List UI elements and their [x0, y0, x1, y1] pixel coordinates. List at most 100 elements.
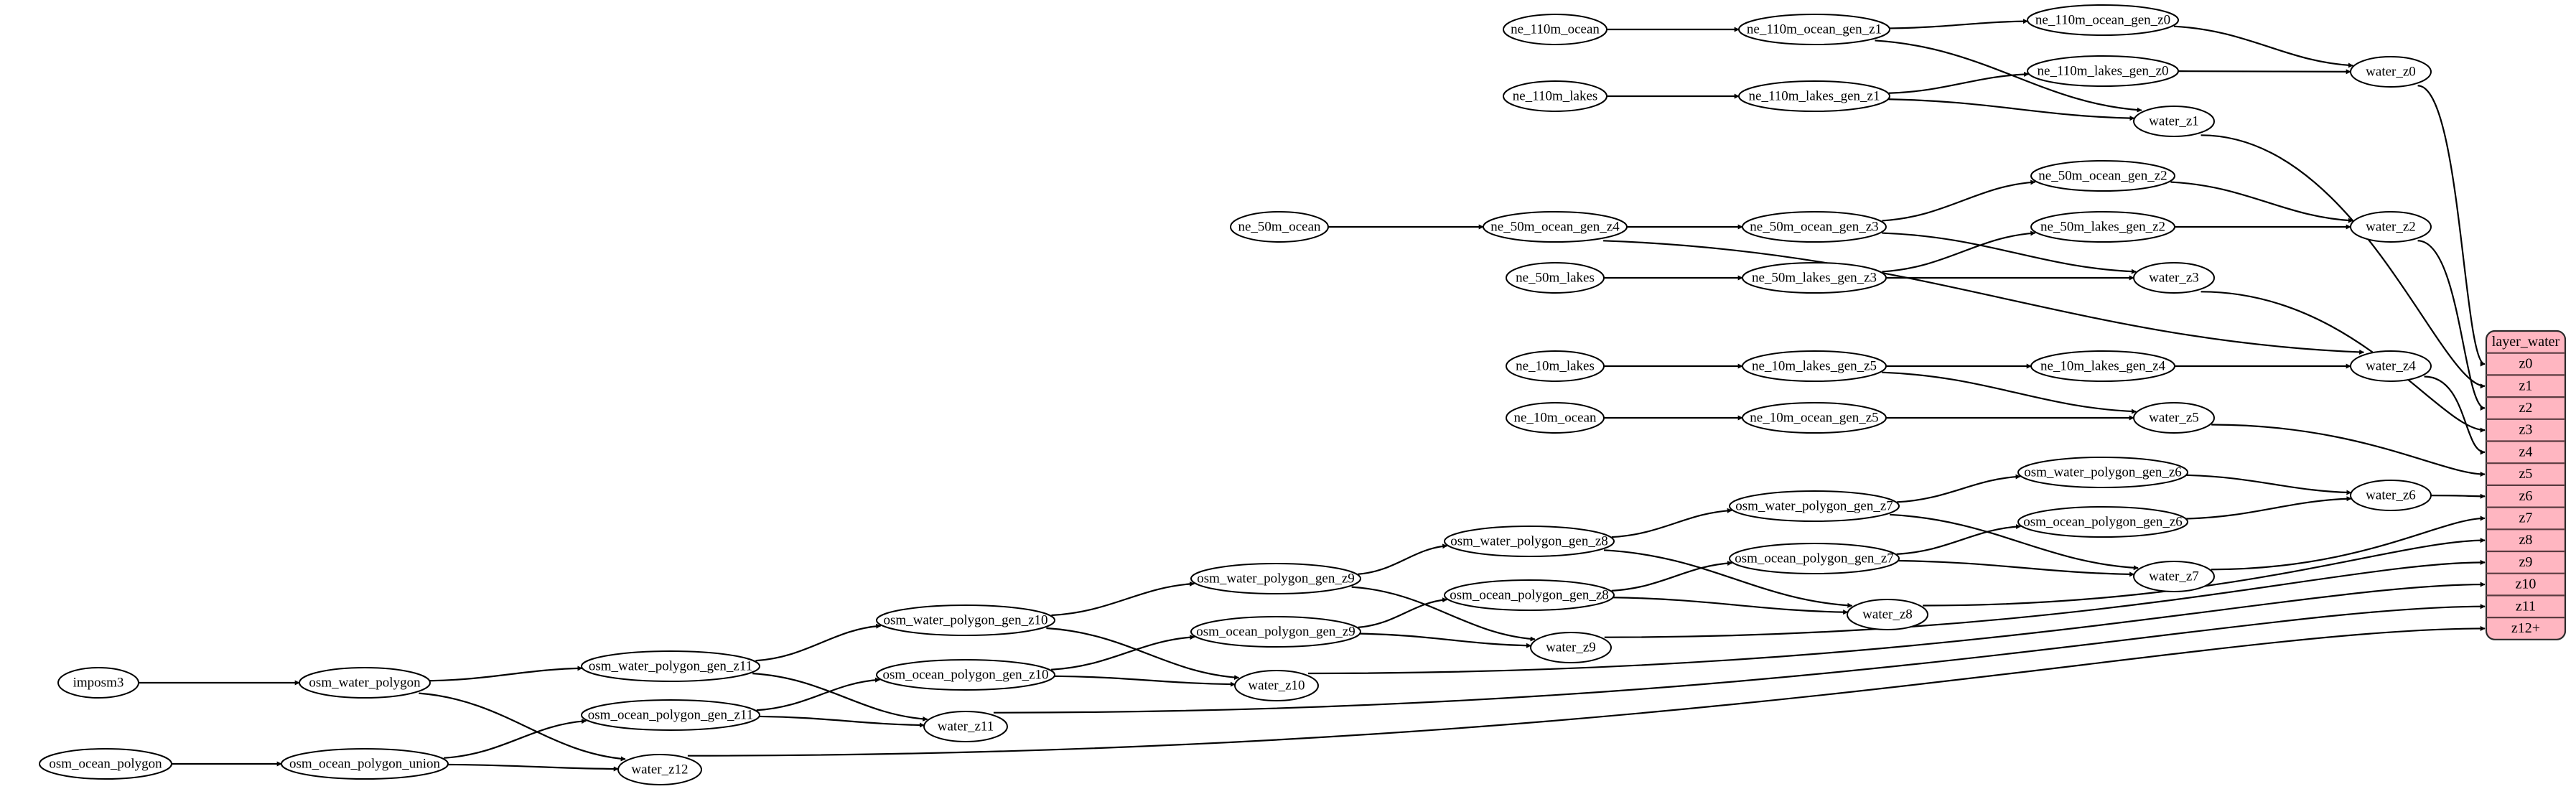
edge-osm_ocean_polygon_gen_z9-to-water_z9 — [1360, 632, 1531, 648]
node-water_z8[interactable]: water_z8 — [1847, 599, 1928, 630]
node-shape-osm_water_polygon_gen_z10 — [876, 604, 1055, 636]
node-label-osm_ocean_polygon: osm_ocean_polygon — [49, 756, 162, 771]
node-shape-ne_50m_lakes_gen_z3 — [1742, 262, 1887, 294]
node-ne_50m_lakes_gen_z3[interactable]: ne_50m_lakes_gen_z3 — [1742, 262, 1887, 294]
node-water_z11[interactable]: water_z11 — [923, 711, 1008, 742]
layer-water-row-z0[interactable]: z0 — [2519, 356, 2533, 372]
edge-osm_ocean_polygon_union-to-water_z12 — [447, 763, 619, 772]
node-shape-osm_ocean_polygon_union — [281, 748, 449, 780]
node-osm_water_polygon_gen_z8[interactable]: osm_water_polygon_gen_z8 — [1444, 526, 1615, 557]
node-ne_110m_ocean_gen_z0[interactable]: ne_110m_ocean_gen_z0 — [2027, 4, 2179, 36]
node-label-water_z6: water_z6 — [2366, 487, 2416, 503]
node-water_z7[interactable]: water_z7 — [2133, 561, 2215, 592]
node-shape-osm_ocean_polygon_gen_z7 — [1729, 543, 1900, 574]
node-water_z6[interactable]: water_z6 — [2350, 480, 2432, 511]
node-shape-ne_110m_lakes_gen_z0 — [2027, 55, 2179, 87]
node-shape-water_z8 — [1847, 599, 1928, 630]
node-osm_ocean_polygon[interactable]: osm_ocean_polygon — [39, 748, 172, 780]
node-osm_water_polygon_gen_z7[interactable]: osm_water_polygon_gen_z7 — [1729, 490, 1900, 522]
edge-osm_ocean_polygon_gen_z10-to-water_z10 — [1054, 675, 1236, 687]
node-ne_50m_lakes[interactable]: ne_50m_lakes — [1506, 262, 1605, 294]
node-water_z5[interactable]: water_z5 — [2133, 402, 2215, 434]
node-water_z12[interactable]: water_z12 — [617, 754, 702, 785]
edge-osm_ocean_polygon_gen_z11-to-osm_ocean_polygon_gen_z10 — [756, 677, 880, 711]
node-water_z1[interactable]: water_z1 — [2133, 106, 2215, 137]
node-water_z2[interactable]: water_z2 — [2350, 211, 2432, 243]
node-ne_10m_lakes_gen_z4[interactable]: ne_10m_lakes_gen_z4 — [2030, 350, 2175, 382]
node-osm_water_polygon_gen_z10[interactable]: osm_water_polygon_gen_z10 — [876, 604, 1055, 636]
node-shape-ne_110m_ocean_gen_z0 — [2027, 4, 2179, 36]
node-ne_50m_ocean_gen_z2[interactable]: ne_50m_ocean_gen_z2 — [2030, 160, 2175, 192]
node-water_z4[interactable]: water_z4 — [2350, 350, 2432, 382]
edge-osm_ocean_polygon_gen_z8-to-osm_ocean_polygon_gen_z7 — [1611, 561, 1733, 592]
edge-ne_110m_lakes_gen_z1-to-water_z1 — [1888, 98, 2135, 121]
layer-water-row-z4[interactable]: z4 — [2519, 444, 2533, 459]
layer-water-row-z3[interactable]: z3 — [2519, 422, 2533, 438]
node-shape-ne_50m_ocean — [1230, 211, 1329, 243]
node-ne_10m_lakes_gen_z5[interactable]: ne_10m_lakes_gen_z5 — [1742, 350, 1887, 382]
layer-water-table[interactable]: layer_waterz0z1z2z3z4z5z6z7z8z9z10z11z12… — [2485, 330, 2567, 640]
node-ne_10m_lakes[interactable]: ne_10m_lakes — [1506, 350, 1605, 382]
edge-osm_water_polygon_gen_z10-to-water_z10 — [1046, 627, 1240, 681]
node-shape-ne_110m_ocean_gen_z1 — [1738, 14, 1890, 45]
node-ne_10m_ocean[interactable]: ne_10m_ocean — [1506, 402, 1605, 434]
node-label-osm_water_polygon_gen_z7: osm_water_polygon_gen_z7 — [1735, 498, 1893, 513]
edge-osm_water_polygon_gen_z7-to-osm_water_polygon_gen_z6 — [1897, 474, 2021, 503]
node-label-osm_ocean_polygon_union: osm_ocean_polygon_union — [289, 756, 441, 771]
node-ne_50m_ocean_gen_z4[interactable]: ne_50m_ocean_gen_z4 — [1483, 211, 1628, 243]
layer-water-row-z8[interactable]: z8 — [2519, 532, 2533, 548]
node-ne_110m_lakes_gen_z0[interactable]: ne_110m_lakes_gen_z0 — [2027, 55, 2179, 87]
node-osm_water_polygon[interactable]: osm_water_polygon — [299, 667, 431, 699]
node-osm_water_polygon_gen_z6[interactable]: osm_water_polygon_gen_z6 — [2017, 457, 2188, 488]
node-ne_50m_ocean[interactable]: ne_50m_ocean — [1230, 211, 1329, 243]
node-osm_ocean_polygon_union[interactable]: osm_ocean_polygon_union — [281, 748, 449, 780]
node-ne_50m_lakes_gen_z2[interactable]: ne_50m_lakes_gen_z2 — [2030, 211, 2175, 243]
node-osm_ocean_polygon_gen_z7[interactable]: osm_ocean_polygon_gen_z7 — [1729, 543, 1900, 574]
layer-water-row-z1[interactable]: z1 — [2519, 378, 2533, 393]
node-label-osm_ocean_polygon_gen_z10: osm_ocean_polygon_gen_z10 — [882, 667, 1048, 682]
node-label-ne_110m_ocean_gen_z0: ne_110m_ocean_gen_z0 — [2035, 12, 2170, 27]
node-ne_110m_lakes_gen_z1[interactable]: ne_110m_lakes_gen_z1 — [1738, 80, 1890, 112]
layer-water-row-z9[interactable]: z9 — [2519, 554, 2533, 570]
edge-osm_water_polygon_gen_z11-to-water_z11 — [752, 673, 928, 722]
node-osm_ocean_polygon_gen_z10[interactable]: osm_ocean_polygon_gen_z10 — [876, 659, 1055, 691]
node-water_z0[interactable]: water_z0 — [2350, 56, 2432, 88]
node-shape-ne_50m_lakes — [1506, 262, 1605, 294]
node-osm_water_polygon_gen_z9[interactable]: osm_water_polygon_gen_z9 — [1190, 563, 1361, 594]
node-ne_110m_lakes[interactable]: ne_110m_lakes — [1503, 80, 1607, 112]
layer-water-row-z5[interactable]: z5 — [2519, 466, 2533, 482]
edge-water_z1-to-layer_water_z1 — [2201, 134, 2486, 389]
layer-water-row-z6[interactable]: z6 — [2519, 488, 2533, 504]
node-osm_water_polygon_gen_z11[interactable]: osm_water_polygon_gen_z11 — [581, 650, 760, 682]
node-osm_ocean_polygon_gen_z11[interactable]: osm_ocean_polygon_gen_z11 — [581, 699, 760, 731]
node-osm_ocean_polygon_gen_z6[interactable]: osm_ocean_polygon_gen_z6 — [2017, 506, 2188, 538]
edge-water_z11-to-layer_water_z11 — [993, 604, 2486, 714]
node-shape-osm_water_polygon_gen_z9 — [1190, 563, 1361, 594]
node-shape-ne_10m_ocean — [1506, 402, 1605, 434]
node-shape-ne_50m_lakes_gen_z2 — [2030, 211, 2175, 243]
edge-osm_ocean_polygon_gen_z11-to-water_z11 — [759, 715, 925, 728]
node-osm_ocean_polygon_gen_z9[interactable]: osm_ocean_polygon_gen_z9 — [1190, 616, 1361, 648]
node-imposm3[interactable]: imposm3 — [57, 667, 139, 699]
node-ne_10m_ocean_gen_z5[interactable]: ne_10m_ocean_gen_z5 — [1742, 402, 1887, 434]
edge-osm_water_polygon_gen_z6-to-water_z6 — [2186, 474, 2352, 495]
layer-water-row-z7[interactable]: z7 — [2519, 510, 2533, 526]
node-ne_110m_ocean_gen_z1[interactable]: ne_110m_ocean_gen_z1 — [1738, 14, 1890, 45]
layer-water-row-z2[interactable]: z2 — [2519, 400, 2533, 416]
node-water_z9[interactable]: water_z9 — [1530, 632, 1612, 663]
layer-water-row-z11[interactable]: z11 — [2516, 598, 2536, 614]
node-shape-water_z7 — [2133, 561, 2215, 592]
edge-ne_110m_lakes_gen_z0-to-water_z0 — [2178, 69, 2351, 75]
edge-osm_water_polygon_gen_z8-to-water_z8 — [1603, 549, 1853, 608]
node-water_z3[interactable]: water_z3 — [2133, 262, 2215, 294]
layer-water-row-z12plus[interactable]: z12+ — [2511, 620, 2540, 636]
edge-osm_water_polygon_gen_z9-to-osm_water_polygon_gen_z8 — [1358, 543, 1448, 575]
edge-osm_ocean_polygon_gen_z7-to-osm_ocean_polygon_gen_z6 — [1896, 524, 2022, 555]
node-water_z10[interactable]: water_z10 — [1234, 670, 1319, 701]
node-osm_ocean_polygon_gen_z8[interactable]: osm_ocean_polygon_gen_z8 — [1444, 579, 1615, 611]
node-ne_110m_ocean[interactable]: ne_110m_ocean — [1503, 14, 1607, 45]
node-label-water_z7: water_z7 — [2149, 569, 2199, 584]
layer-water-row-z10[interactable]: z10 — [2516, 576, 2537, 592]
node-ne_50m_ocean_gen_z3[interactable]: ne_50m_ocean_gen_z3 — [1742, 211, 1887, 243]
node-label-water_z11: water_z11 — [938, 719, 994, 734]
